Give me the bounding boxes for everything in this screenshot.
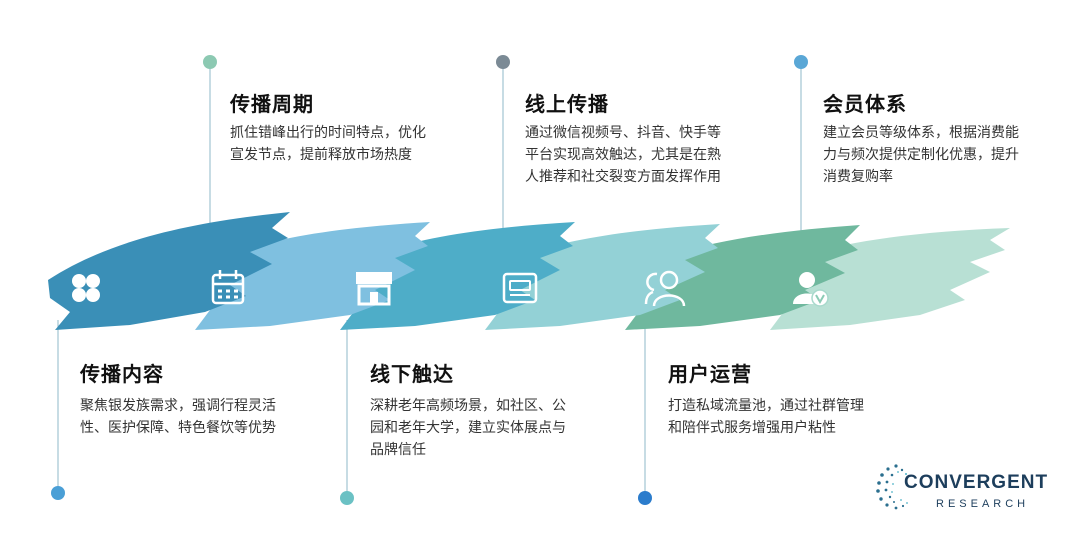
timeline-dot [51, 486, 65, 500]
timeline-dot [794, 55, 808, 69]
logo-main-text: CONVERGENT [904, 472, 1049, 493]
item-desc-2: 抓住错峰出行的时间特点，优化 宣发节点，提前释放市场热度 [230, 125, 426, 163]
item-title-1: 传播内容 [80, 362, 164, 386]
timeline-dot [496, 55, 510, 69]
clover-icon [72, 274, 100, 302]
calendar-icon [211, 270, 245, 305]
convergent-research-logo: CONVERGENT RESEARCH [876, 458, 1066, 518]
item-title-5: 用户运营 [668, 362, 752, 386]
item-desc-4: 通过微信视频号、抖音、快手等 平台实现高效触达，尤其是在熟 人推荐和社交裂变方面… [525, 125, 721, 185]
item-title-6: 会员体系 [823, 92, 907, 116]
item-title-2: 传播周期 [230, 92, 314, 116]
item-desc-1: 聚焦银发族需求，强调行程灵活 性、医护保障、特色餐饮等优势 [80, 398, 276, 436]
logo-sub-text: RESEARCH [936, 498, 1030, 510]
item-title-4: 线上传播 [525, 92, 609, 116]
member-icon [793, 272, 829, 307]
item-title-3: 线下触达 [370, 362, 454, 386]
store-icon [356, 272, 392, 306]
timeline-dot [203, 55, 217, 69]
logo-dots-icon [876, 464, 908, 510]
item-desc-5: 打造私域流量池，通过社群管理 和陪伴式服务增强用户粘性 [668, 398, 864, 436]
users-icon [644, 270, 686, 307]
item-desc-3: 深耕老年高频场景，如社区、公 园和老年大学，建立实体展点与 品牌信任 [370, 398, 566, 458]
item-desc-6: 建立会员等级体系，根据消费能 力与频次提供定制化优惠，提升 消费复购率 [823, 125, 1019, 185]
timeline-dot [638, 491, 652, 505]
brush-stroke-1 [48, 212, 290, 330]
timeline-dot [340, 491, 354, 505]
browser-icon [502, 272, 538, 304]
